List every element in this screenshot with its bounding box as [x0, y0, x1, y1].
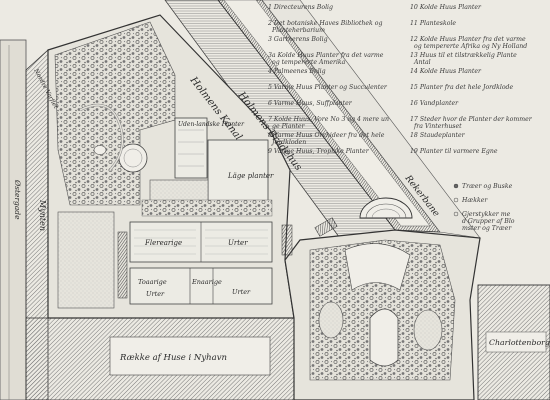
legend-item-continued: Jordkloden — [270, 139, 306, 146]
legend-symbol-icon — [453, 183, 459, 189]
legend-item: 3a Kolde Huus Planter fra det varme — [268, 52, 384, 59]
mynten-label: Mynten — [38, 199, 47, 231]
legend-item: 5 Varme Huus Planter og Succulenter — [268, 84, 388, 91]
bed-flerearige-label: Flerearige — [144, 239, 182, 247]
legend-item-continued: Antal — [413, 59, 431, 66]
bed-urter-1-label: Urter — [228, 239, 248, 247]
legend-item: 4 Palmeenes Bolig — [267, 68, 326, 75]
legend-item: 8 Varme Huus Orchideer fra det hele — [268, 132, 385, 139]
bed-lage-label: Läge planter — [227, 172, 274, 180]
mynten-building — [25, 49, 49, 400]
legend-item: 18 Staudeplanter — [410, 132, 466, 139]
charlottenborg-label: Charlottenborg — [489, 338, 550, 347]
bed-foreign-plants — [174, 117, 208, 179]
legend-item: 7 Kolde Huus, Vore No 3 og 4 mere un — [268, 116, 389, 123]
legend-item: 6 Varme Huus, Suffplanter — [268, 100, 353, 107]
legend-symbol-label-continued: d Grupper af Blo — [462, 218, 515, 225]
legend-item: 9 Varme Huus, Tropiske Planter — [268, 148, 370, 155]
bed-foreign-label: Uden-landske Planter — [178, 121, 245, 128]
legend-symbol-icon — [453, 197, 459, 203]
legend: 1 Directeurens Bolig 2 Det botaniske Have… — [267, 4, 533, 155]
legend-symbol-label: Træer og Buske — [462, 183, 513, 190]
bed-urter-3-label: Urter — [232, 288, 251, 296]
legend-item: 13 Huus til et tilstrækkelig Plante — [410, 52, 517, 59]
central-pond — [369, 308, 399, 367]
legend-item: 11 Planteskole — [410, 20, 456, 27]
legend-symbol-label: Gjerstykker me — [462, 211, 511, 218]
legend-item-continued: Planteherbarium — [271, 27, 325, 34]
legend-item: 12 Kolde Huus Planter fra det varme — [410, 36, 526, 43]
bed-annuals — [129, 267, 273, 305]
legend-item: 15 Planter fra det hele Jordklode — [410, 84, 514, 91]
bed-urter-2-label: Urter — [146, 290, 165, 298]
legend-item-continued: og tempererte Afrika og Ny Holland — [414, 43, 527, 50]
round-pond — [118, 143, 148, 173]
legend-item-continued: fra Vinterhuset — [413, 123, 462, 130]
nyhavn-row-label: Række af Huse i Nyhavn — [119, 353, 227, 363]
legend-symbol-icon — [453, 211, 459, 217]
left-street-label: Østergade — [13, 179, 22, 220]
legend-symbol-label-continued: mster og Træer — [462, 225, 512, 232]
legend-item-continued: ge Planter — [272, 123, 306, 130]
legend-item: 3 Gartnerens Bolig — [268, 36, 328, 43]
legend-item: 10 Kolde Huus Planter — [410, 4, 482, 11]
bed-toaarige-label: Toaarige — [138, 278, 167, 286]
legend-item-continued: og tempererte Amerika — [272, 59, 346, 66]
bed-lage-planter — [207, 139, 269, 211]
legend-item: 2 Det botaniske Haves Bibliothek og — [267, 20, 382, 27]
legend-item: 14 Kolde Huus Planter — [410, 68, 482, 75]
bed-enaarige-label: Enaarige — [191, 278, 222, 286]
greenhouse-semicircle — [359, 197, 413, 219]
legend-item: 1 Directeurens Bolig — [268, 4, 333, 11]
legend-item: 17 Steder hvor de Planter der kommer — [410, 116, 533, 123]
legend-item: 19 Planter til varmere Egne — [410, 148, 498, 155]
legend-item: 16 Vandplanter — [410, 100, 459, 107]
left-street-strip — [0, 39, 27, 400]
legend-symbol-label: Hækker — [461, 197, 488, 204]
